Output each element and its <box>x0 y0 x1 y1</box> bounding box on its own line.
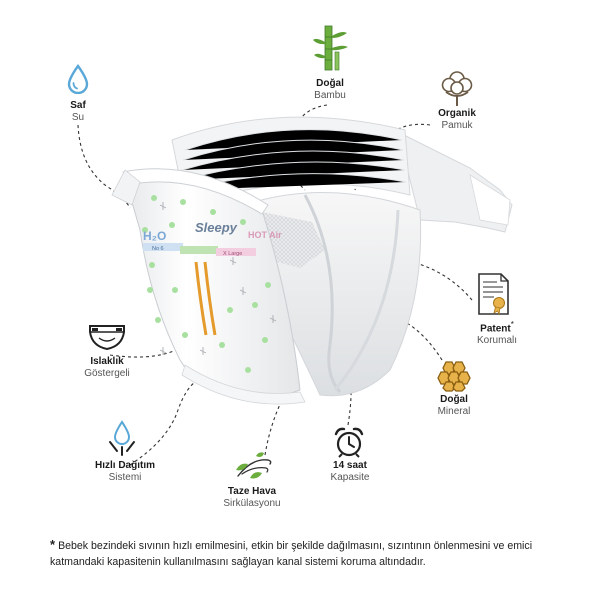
alarm-clock-icon <box>334 427 364 458</box>
size-tag-text-1: No 6 <box>152 246 164 252</box>
wetness-stripe-2 <box>203 261 217 336</box>
connector-islaklik <box>109 319 207 358</box>
feature-wetness-indicator: Islaklık Göstergeli <box>74 356 140 379</box>
feature-subtitle: Göstergeli <box>84 367 130 379</box>
feature-fast-distribution: Hızlı Dağıtım Sistemi <box>80 460 170 483</box>
feature-title: Organik <box>438 108 476 119</box>
feature-subtitle: Pamuk <box>441 119 473 131</box>
brand-logo: Sleepy <box>195 220 238 235</box>
feature-title: Saf <box>70 100 86 111</box>
connector-saf <box>77 124 131 209</box>
feature-natural-bamboo: Doğal Bambu <box>300 78 360 101</box>
drop-spread-icon <box>109 420 135 456</box>
feature-title: Patent <box>480 323 511 335</box>
footnote-text: Bebek bezindeki sıvının hızlı emilmesini… <box>50 540 533 568</box>
connector-hizli <box>129 381 196 466</box>
leaf-wind-icon <box>236 452 272 479</box>
feature-subtitle: Su <box>71 111 85 123</box>
feature-title: Hızlı Dağıtım <box>94 460 155 471</box>
diaper-image: H₂O Sleepy HOT Air No 6 X Large <box>111 116 513 405</box>
water-drop-icon <box>67 64 89 94</box>
connector-organik <box>354 123 431 191</box>
hot-air-print: HOT Air <box>248 230 282 240</box>
feature-title: Doğal <box>316 78 344 89</box>
feature-subtitle: Korumalı <box>476 334 517 346</box>
honeycomb-icon <box>437 361 471 392</box>
footnote-mark: * <box>50 537 56 552</box>
feature-subtitle: Mineral <box>437 405 471 417</box>
feature-title: Doğal <box>440 394 468 405</box>
feature-air-circulation: Taze Hava Sirkülasyonu <box>212 486 292 509</box>
bamboo-icon <box>313 25 348 71</box>
wetness-stripe-1 <box>194 261 208 336</box>
feature-capacity: 14 saat Kapasite <box>318 460 382 483</box>
feature-subtitle: Sistemi <box>108 471 142 483</box>
size-tag-blue <box>143 243 183 251</box>
size-tag-green <box>180 246 218 254</box>
connector-patent <box>334 253 473 301</box>
feature-subtitle: Kapasite <box>330 471 370 483</box>
feature-title: Taze Hava <box>227 486 277 497</box>
feature-natural-mineral: Doğal Mineral <box>422 394 486 417</box>
diaper-icon <box>89 325 125 351</box>
footnote: *Bebek bezindeki sıvının hızlı emilmesin… <box>50 537 560 570</box>
feature-organic-cotton: Organik Pamuk <box>425 108 489 131</box>
feature-title: Islaklık <box>90 356 124 367</box>
size-tag-pink <box>216 248 256 256</box>
green-dot-pattern <box>142 195 271 373</box>
feature-pure-water: Saf Su <box>50 100 106 123</box>
feature-title: 14 saat <box>333 460 367 471</box>
size-tag-text-2: X Large <box>223 251 242 257</box>
certificate-icon <box>478 273 509 316</box>
feature-subtitle: Sirkülasyonu <box>223 497 281 509</box>
h2o-print: H₂O <box>143 229 166 243</box>
cotton-flower-icon <box>441 71 473 106</box>
feature-subtitle: Bambu <box>314 89 346 101</box>
patent-mark: * <box>510 320 514 329</box>
feature-patent: Patent* Korumalı <box>464 320 530 346</box>
